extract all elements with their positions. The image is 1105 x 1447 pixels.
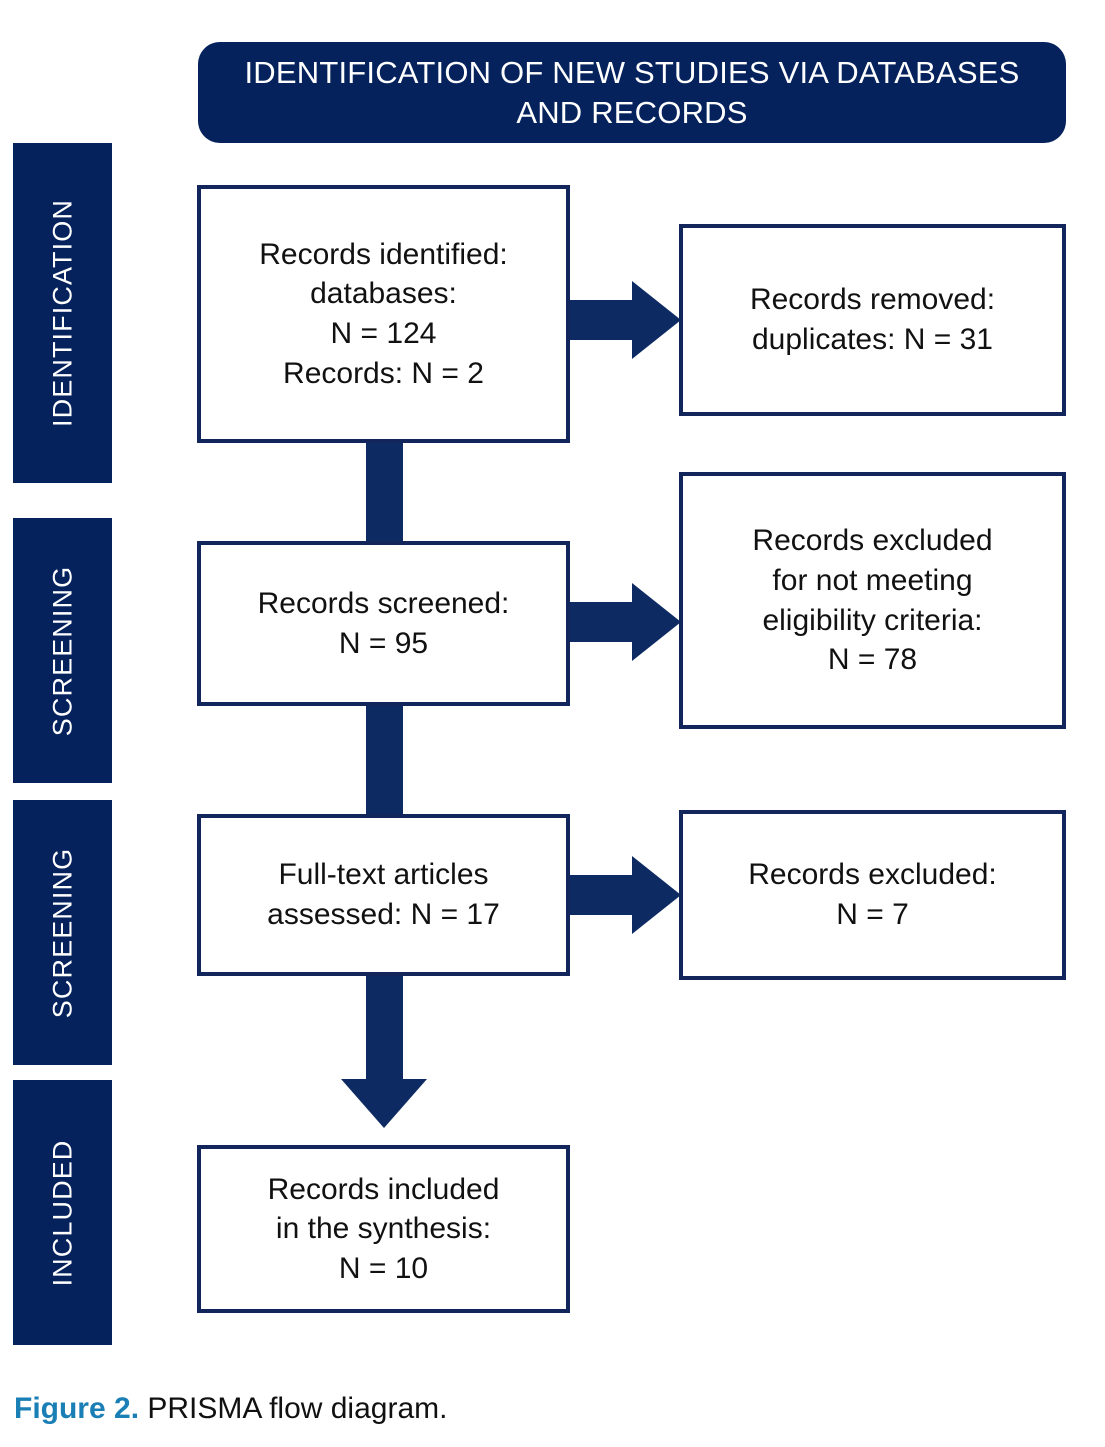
box-fulltext-assessed: Full-text articles assessed: N = 17 <box>197 814 570 976</box>
box-records-identified-line-2: databases: <box>310 277 457 311</box>
box-records-screened-line-1: Records screened: <box>257 586 510 620</box>
box-fulltext-assessed-text: Full-text articles assessed: N = 17 <box>259 855 508 934</box>
stage-bar-label-identification: IDENTIFICATION <box>47 199 77 427</box>
box-records-identified-line-3: N = 124 <box>330 317 437 350</box>
box-records-excluded-eligibility-line-4: N = 78 <box>827 643 918 677</box>
box-records-excluded-fulltext-text: Records excluded: N = 7 <box>740 855 1004 934</box>
box-records-excluded-fulltext-line-2: N = 7 <box>836 898 909 931</box>
box-records-screened: Records screened: N = 95 <box>197 541 570 706</box>
connector-screened-to-fulltext <box>366 705 403 815</box>
box-records-removed-text: Records removed: duplicates: N = 31 <box>742 280 1003 359</box>
box-records-included-line-2: in the synthesis: <box>275 1212 492 1246</box>
box-records-included-line-3: N = 10 <box>338 1251 429 1285</box>
diagram-header-banner: IDENTIFICATION OF NEW STUDIES VIA DATABA… <box>198 42 1066 143</box>
stage-bar-included: INCLUDED <box>13 1080 112 1345</box>
box-records-included-text: Records included in the synthesis: N = 1… <box>260 1170 508 1289</box>
box-records-identified-line-4: Records: N = 2 <box>283 356 484 390</box>
box-records-removed: Records removed: duplicates: N = 31 <box>679 224 1066 416</box>
stage-bar-label-screening-1: SCREENING <box>47 565 77 736</box>
stage-bar-screening-2: SCREENING <box>13 800 112 1065</box>
stage-bar-label-included: INCLUDED <box>47 1139 77 1286</box>
box-records-excluded-fulltext: Records excluded: N = 7 <box>679 810 1066 980</box>
box-records-excluded-eligibility-line-3: eligibility criteria: <box>762 603 983 637</box>
connector-identified-to-screened <box>366 440 403 545</box>
box-records-removed-line-2: duplicates: N = 31 <box>752 323 993 356</box>
box-records-screened-text: Records screened: N = 95 <box>250 584 518 663</box>
box-records-identified-text: Records identified: databases: N = 124 R… <box>251 235 515 393</box>
box-records-included: Records included in the synthesis: N = 1… <box>197 1145 570 1313</box>
box-records-excluded-eligibility-line-2: for not meeting <box>772 563 973 597</box>
box-records-removed-line-1: Records removed: <box>749 283 996 317</box>
box-records-identified: Records identified: databases: N = 124 R… <box>197 185 570 443</box>
box-records-screened-line-2: N = 95 <box>338 626 429 660</box>
figure-caption-text: PRISMA flow diagram. <box>139 1392 448 1425</box>
stage-bar-screening-1: SCREENING <box>13 518 112 783</box>
box-records-excluded-eligibility-text: Records excluded for not meeting eligibi… <box>744 521 1000 679</box>
arrow-right-identified-to-removed <box>570 281 681 359</box>
header-title-line-2: AND RECORDS <box>516 94 748 130</box>
box-records-excluded-eligibility: Records excluded for not meeting eligibi… <box>679 472 1066 729</box>
box-fulltext-assessed-line-2: assessed: N = 17 <box>267 898 500 931</box>
box-records-excluded-eligibility-line-1: Records excluded <box>752 524 993 558</box>
arrow-right-screened-to-excluded <box>570 583 681 661</box>
figure-caption-number: Figure 2. <box>14 1392 140 1425</box>
header-title-line-1: IDENTIFICATION OF NEW STUDIES VIA DATABA… <box>244 54 1020 90</box>
figure-caption: Figure 2. PRISMA flow diagram. <box>14 1392 447 1426</box>
diagram-header-title: IDENTIFICATION OF NEW STUDIES VIA DATABA… <box>244 53 1019 132</box>
box-records-excluded-fulltext-line-1: Records excluded: <box>748 858 997 892</box>
box-records-identified-line-1: Records identified: <box>259 237 508 271</box>
box-fulltext-assessed-line-1: Full-text articles <box>278 858 489 892</box>
arrow-right-fulltext-to-excluded <box>570 856 681 934</box>
stage-bar-identification: IDENTIFICATION <box>13 143 112 483</box>
stage-bar-label-screening-2: SCREENING <box>47 847 77 1018</box>
box-records-included-line-1: Records included <box>267 1172 500 1206</box>
arrow-down-fulltext-to-included <box>341 975 427 1128</box>
